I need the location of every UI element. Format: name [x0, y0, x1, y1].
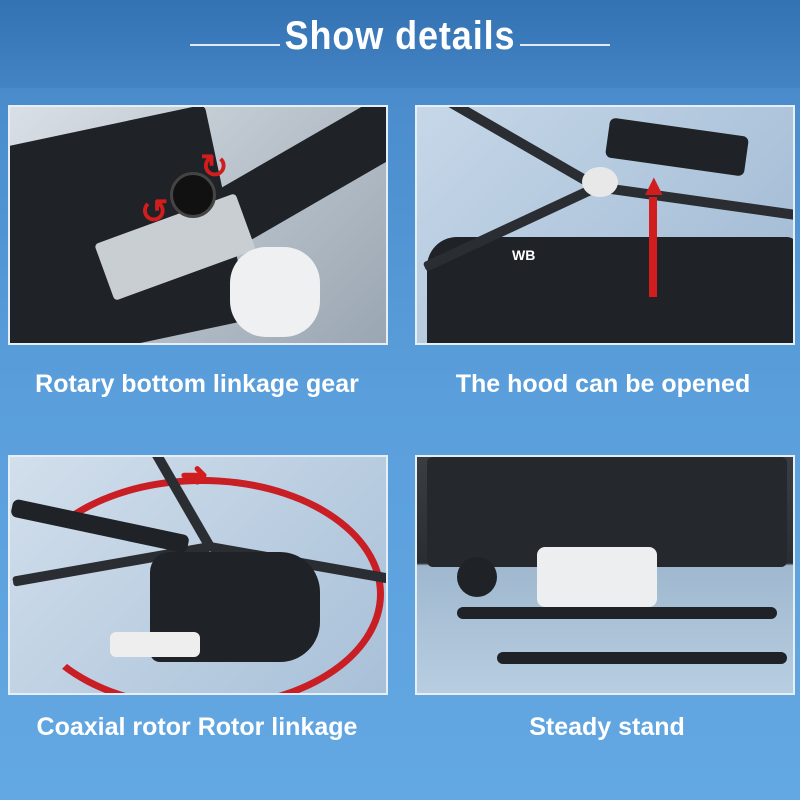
caption-hood: The hood can be opened [455, 370, 751, 398]
caption-stand: Steady stand [529, 713, 685, 741]
caption-rotor: Coaxial rotor Rotor linkage [36, 713, 358, 741]
gear-closeup-image: ↻ ↺ [8, 105, 388, 345]
title-divider-right [520, 44, 610, 46]
up-arrow-icon [649, 197, 657, 297]
hood-badge: WB [512, 247, 536, 263]
rotate-arrow-icon: ↺ [140, 193, 169, 231]
page-title: Show details [284, 14, 516, 58]
title-divider-left [190, 44, 280, 46]
landing-skids-image [415, 455, 795, 695]
hood-open-image: ▲ WB [415, 105, 795, 345]
header-band [0, 0, 800, 88]
rotate-arrow-icon: ↻ [200, 148, 229, 186]
rotation-arrow-icon: ➜ [180, 456, 209, 494]
helicopter-rotor-image: ➜ [8, 455, 388, 695]
caption-gear: Rotary bottom linkage gear [35, 370, 359, 398]
